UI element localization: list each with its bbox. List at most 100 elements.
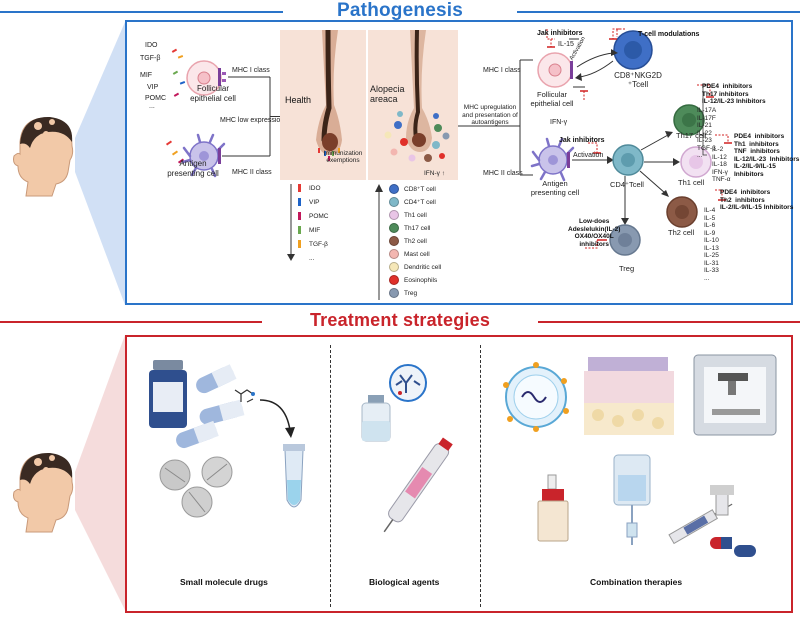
legend-dot	[389, 184, 399, 194]
tcell-mod-label: T-cell modulations	[638, 31, 700, 38]
cell-legend-item: CD4⁺T cell	[389, 197, 436, 207]
cd4-label: CD4⁺Tcell	[610, 180, 644, 189]
legend-label: Th1 cell	[404, 211, 427, 219]
pathogenesis-title: Pathogenesis	[337, 0, 463, 21]
combination-therapies-label: Combination therapies	[590, 577, 683, 587]
antigen-list-2: MIF	[140, 72, 153, 79]
legend-dot	[389, 262, 399, 272]
health-legend-item: MIF	[298, 226, 320, 234]
legend-dot	[389, 223, 399, 233]
cell-legend-item: Treg	[389, 288, 417, 298]
legend-swatch	[298, 226, 301, 234]
hair-follicles-illustration	[316, 30, 450, 162]
pathogenesis-panel	[125, 20, 793, 305]
cell-legend-item: Dendritic cell	[389, 262, 441, 272]
left-cells-illustration	[165, 48, 271, 178]
legend-dot	[389, 275, 399, 285]
th17-cytokines: IL-17A IL-17F IL-21 IL-22 IL-23 TGF-β ..…	[697, 107, 717, 159]
legend-label: Mast cell	[404, 250, 430, 258]
antigen-list-1: TGF-β	[140, 55, 161, 62]
jak-inhibitors-mid: Jak inhibitors	[559, 137, 605, 144]
health-legend-item: TGF-β	[298, 240, 328, 248]
right-bracket	[458, 59, 533, 176]
legend-label: CD4⁺T cell	[404, 199, 436, 206]
legend-label: Th17 cell	[404, 224, 431, 232]
legend-dot	[389, 236, 399, 246]
th1-inhibitors: PDE4 inhibitors Th1 inhibitors TNF inhib…	[734, 133, 800, 178]
treg-inhibitors: Low-does Adeslelukin(IL-2) OX40/OX40L in…	[568, 218, 621, 248]
antigen-list-4: POMC	[145, 95, 166, 102]
legend-label: IDO	[309, 184, 321, 192]
mhc-low-label: MHC low expression	[220, 117, 285, 124]
divider-2	[480, 345, 481, 607]
legend-swatch	[298, 254, 301, 262]
health-panel	[280, 30, 366, 180]
legend-label: Eosinophils	[404, 276, 438, 284]
treatment-panel	[125, 335, 793, 613]
legend-dot	[389, 197, 399, 207]
legend-swatch	[298, 198, 301, 206]
cell-legend-item: Th2 cell	[389, 236, 427, 246]
right-mhc1-label: MHC I class	[483, 67, 521, 74]
health-down-arrow	[287, 184, 295, 261]
legend-label: Treg	[404, 289, 418, 297]
th1-label: Th1 cell	[678, 178, 705, 187]
cell-legend-item: CD8⁺T cell	[389, 184, 436, 194]
ifn-gamma-label: IFN-γ	[550, 119, 568, 126]
antigen-cell-label: Antigen presenting cell	[167, 159, 219, 178]
right-mhc2-label: MHC II class	[483, 170, 523, 177]
immune-pathway-illustration	[530, 28, 732, 256]
th2-cytokines: IL-4 IL-5 IL-6 IL-9 IL-10 IL-13 IL-25 IL…	[704, 207, 719, 282]
antigen-list-0: IDO	[145, 42, 158, 49]
divider-1	[330, 345, 331, 607]
follicular-cell-label: Follicular epithelial cell	[190, 84, 236, 103]
il15-label: IL-15	[558, 41, 574, 48]
legend-label: VIP	[309, 198, 320, 206]
antigen-list-5: ...	[149, 103, 155, 110]
legend-label: Th2 cell	[404, 237, 427, 245]
legend-dot	[389, 210, 399, 220]
legend-label: ...	[309, 254, 315, 262]
legend-swatch	[298, 184, 301, 192]
cell-legend-item: Mast cell	[389, 249, 430, 259]
legend-dot	[389, 288, 399, 298]
health-legend-item: IDO	[298, 184, 321, 192]
legend-dot	[389, 249, 399, 259]
health-label: Health	[285, 95, 312, 105]
patient-head-icon-2	[13, 452, 74, 533]
health-legend-item: VIP	[298, 198, 319, 206]
legend-label: Dendritic cell	[404, 263, 442, 271]
legend-label: TGF-β	[309, 240, 328, 248]
mhc-upreg-label: MHC upregulation and presentation of aut…	[462, 104, 518, 126]
cell-legend-item: Th17 cell	[389, 223, 430, 233]
legend-label: CD8⁺T cell	[404, 186, 436, 193]
alopecia-label: Alopecia areaca	[370, 84, 405, 104]
legend-label: MIF	[309, 226, 321, 234]
treatment-title: Treatment strategies	[309, 310, 491, 330]
health-legend-item: POMC	[298, 212, 329, 220]
legend-swatch	[298, 212, 301, 220]
th17-inhibitors: PDE4 inhibitors Th17 inhibitors IL-12/IL…	[702, 83, 766, 105]
th17-label: Th17 cell	[676, 131, 707, 140]
jak-inhibitors-top: Jak inhibitors	[537, 30, 583, 37]
th1-cytokines: IL-2 IL-12 IL-18 IFN-γ TNF-α	[712, 146, 731, 183]
alopecia-up-arrow	[375, 184, 383, 300]
right-antigen-label: Antigen presenting cell	[530, 179, 580, 197]
cell-legend-item: Th1 cell	[389, 210, 427, 220]
small-molecule-label: Small molecule drugs	[180, 577, 268, 587]
biological-agents-illustration	[361, 364, 453, 533]
ifn-up-label: IFN-γ ↑	[424, 170, 445, 177]
th2-label: Th2 cell	[668, 228, 695, 237]
patient-head-icon	[13, 116, 74, 197]
antigen-list-3: VIP	[147, 84, 159, 91]
small-molecule-illustration	[149, 360, 305, 518]
health-legend-item: ...	[298, 254, 314, 262]
immunization-label: Immunization exemptions	[323, 150, 363, 164]
treg-label: Treg	[619, 264, 635, 273]
activation-label-2: Activation	[573, 152, 604, 159]
cell-legend-item: Eosinophils	[389, 275, 437, 285]
combination-therapies-illustration	[503, 354, 777, 557]
biological-agents-label: Biological agents	[369, 577, 440, 587]
cd8-label: CD8⁺NKG2D ⁺Tcell	[614, 71, 662, 89]
